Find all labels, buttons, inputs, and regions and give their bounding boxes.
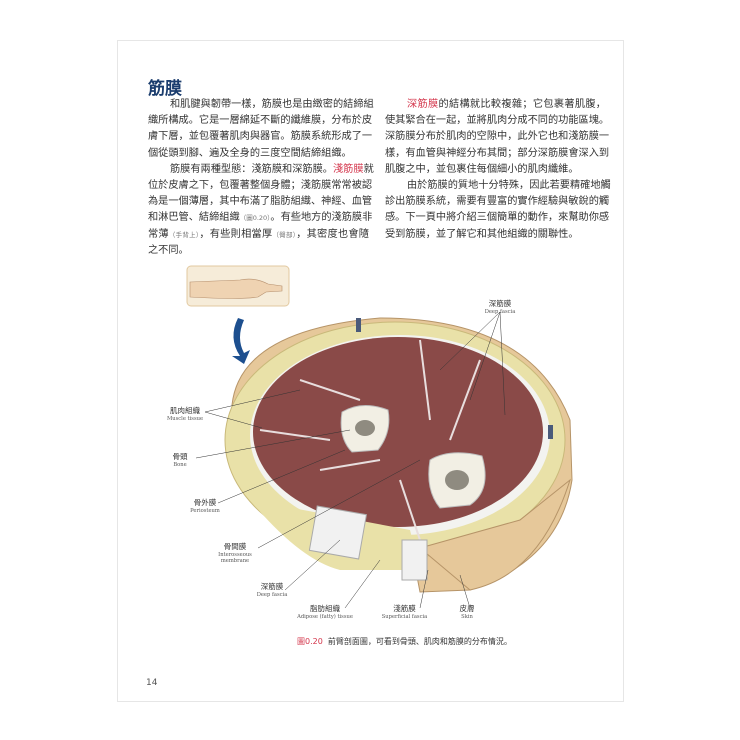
label-zh: 骨外膜 bbox=[193, 498, 217, 507]
text-line: 位於皮膚之下，包覆著整個身體；淺筋膜常常被認 bbox=[148, 178, 373, 194]
text-line: 和淋巴管、結締組織（圖0.20）。有些地方的淺筋膜非 bbox=[148, 210, 373, 226]
label-zh: 肌肉組織 bbox=[170, 406, 200, 415]
text-segment: 。有些地方的淺筋膜非 bbox=[270, 212, 373, 224]
text-segment: 織所構成。它是一層綿延不斷的纖維膜，分布於皮 bbox=[148, 115, 373, 127]
label-en: Bone bbox=[173, 462, 187, 468]
cross-section bbox=[224, 317, 573, 593]
text-segment: 的結構就比較複雜；它包裹著肌腹， bbox=[438, 99, 606, 110]
text-segment: 筋膜有兩種型態：淺筋膜和深筋膜。 bbox=[170, 163, 333, 175]
reference-note: （臀部） bbox=[272, 230, 297, 239]
label-en: Superficial fascia bbox=[381, 614, 428, 620]
text-line: 深筋膜分布於肌肉的空隙中，此外它也和淺筋膜一 bbox=[385, 129, 610, 145]
text-line: 之不同。 bbox=[148, 243, 369, 259]
caption-text: 前臂剖面圖，可看到骨頭、肌肉和筋膜的分布情況。 bbox=[327, 637, 512, 646]
text-segment: 使其緊合在一起，並將肌肉分成不同的功能區塊。 bbox=[385, 115, 610, 127]
left-text-column: 和肌腱與韌帶一樣，筋膜也是由緻密的結締組織所構成。它是一層綿延不斷的纖維膜，分布… bbox=[148, 97, 374, 259]
label-zh: 脂肪組織 bbox=[310, 604, 340, 613]
bone-radius bbox=[428, 452, 486, 509]
text-segment: 常薄 bbox=[148, 228, 169, 240]
label-en: Skin bbox=[461, 614, 473, 620]
text-line: 筋膜有兩種型態：淺筋膜和深筋膜。淺筋膜就 bbox=[148, 162, 374, 178]
label-en: Interosseous membrane bbox=[218, 552, 252, 564]
text-segment: 就 bbox=[363, 163, 374, 175]
label-zh: 深筋膜 bbox=[260, 582, 284, 591]
label-zh: 骨間膜 bbox=[223, 542, 247, 551]
text-line: 個從頭到腳、遍及全身的三度空間結締組織。 bbox=[148, 146, 369, 162]
text-line: 診出筋膜系統，需要有豐富的實作經驗與敏銳的觸 bbox=[385, 194, 610, 210]
reference-note: （手背上） bbox=[168, 230, 200, 239]
figure-caption: 圖0.20 前臂剖面圖，可看到骨頭、肌肉和筋膜的分布情況。 bbox=[297, 636, 512, 647]
text-line: 感。下一頁中將介紹三個簡單的動作，來幫助你感 bbox=[385, 210, 610, 226]
text-segment: 和肌腱與韌帶一樣，筋膜也是由緻密的結締組 bbox=[170, 99, 374, 110]
text-line: 受到筋膜，並了解它和其他組織的關聯性。 bbox=[385, 227, 606, 243]
arrow-icon bbox=[232, 318, 250, 364]
highlighted-term: 深筋膜 bbox=[407, 99, 439, 110]
leader-lines bbox=[195, 311, 506, 609]
page-number: 14 bbox=[146, 678, 158, 688]
text-segment: 樣，有血管與神經分布其間；部分深筋膜會深入到 bbox=[385, 147, 610, 159]
hand-inset bbox=[186, 265, 290, 307]
text-segment: 感。下一頁中將介紹三個簡單的動作，來幫助你感 bbox=[385, 212, 610, 224]
text-segment: 膚下層，並包覆著肌肉與器官。筋膜系統形成了一 bbox=[148, 131, 373, 143]
bone-ulna bbox=[340, 405, 390, 453]
text-line: 使其緊合在一起，並將肌肉分成不同的功能區塊。 bbox=[385, 113, 610, 129]
text-segment: 診出筋膜系統，需要有豐富的實作經驗與敏銳的觸 bbox=[385, 196, 610, 208]
text-line: 樣，有血管與神經分布其間；部分深筋膜會深入到 bbox=[385, 146, 610, 162]
text-line: 肌腹之中，並包裹住每個細小的肌肉纖維。 bbox=[385, 162, 606, 178]
label-en: Adipose (fatty) tissue bbox=[297, 614, 353, 620]
text-line: 為是一個薄層，其中布滿了脂肪組織、神經、血管 bbox=[148, 194, 373, 210]
text-segment: 受到筋膜，並了解它和其他組織的關聯性。 bbox=[385, 228, 579, 240]
label-en: Muscle tissue bbox=[166, 416, 204, 422]
label-en: Deep fascia bbox=[484, 309, 516, 315]
label-zh: 淺筋膜 bbox=[393, 604, 416, 613]
label-en: Periosteum bbox=[190, 508, 220, 514]
text-segment: ，有些則相當厚 bbox=[199, 228, 273, 240]
text-line: 深筋膜的結構就比較複雜；它包裹著肌腹， bbox=[385, 97, 606, 113]
text-segment: 為是一個薄層，其中布滿了脂肪組織、神經、血管 bbox=[148, 196, 373, 208]
text-line: 由於筋膜的質地十分特殊，因此若要精確地觸 bbox=[385, 178, 611, 194]
section-title: 筋膜 bbox=[148, 79, 182, 99]
text-segment: 和淋巴管、結締組織 bbox=[148, 212, 240, 224]
text-segment: 由於筋膜的質地十分特殊，因此若要精確地觸 bbox=[407, 180, 611, 192]
text-segment: 之不同。 bbox=[148, 244, 189, 256]
figure-number: 圖0.20 bbox=[297, 637, 323, 646]
reference-note: （圖0.20） bbox=[239, 214, 271, 223]
right-text-column: 深筋膜的結構就比較複雜；它包裹著肌腹， 使其緊合在一起，並將肌肉分成不同的功能區塊… bbox=[385, 97, 611, 243]
text-line: 常薄（手背上），有些則相當厚（臀部），其密度也會隨 bbox=[148, 227, 369, 243]
label-en: Deep fascia bbox=[256, 592, 288, 598]
text-segment: ，其密度也會隨 bbox=[296, 228, 369, 240]
text-segment: 肌腹之中，並包裹住每個細小的肌肉纖維。 bbox=[385, 163, 579, 175]
label-zh: 深筋膜 bbox=[488, 299, 512, 308]
label-zh: 皮膚 bbox=[459, 604, 475, 613]
text-line: 和肌腱與韌帶一樣，筋膜也是由緻密的結締組 bbox=[148, 97, 374, 113]
text-segment: 深筋膜分布於肌肉的空隙中，此外它也和淺筋膜一 bbox=[385, 131, 610, 143]
label-zh: 骨頭 bbox=[172, 452, 188, 461]
text-segment: 位於皮膚之下，包覆著整個身體；淺筋膜常常被認 bbox=[148, 180, 373, 192]
highlighted-term: 淺筋膜 bbox=[333, 163, 364, 175]
text-line: 織所構成。它是一層綿延不斷的纖維膜，分布於皮 bbox=[148, 113, 373, 129]
text-line: 膚下層，並包覆著肌肉與器官。筋膜系統形成了一 bbox=[148, 129, 373, 145]
text-segment: 個從頭到腳、遍及全身的三度空間結締組織。 bbox=[148, 147, 352, 159]
